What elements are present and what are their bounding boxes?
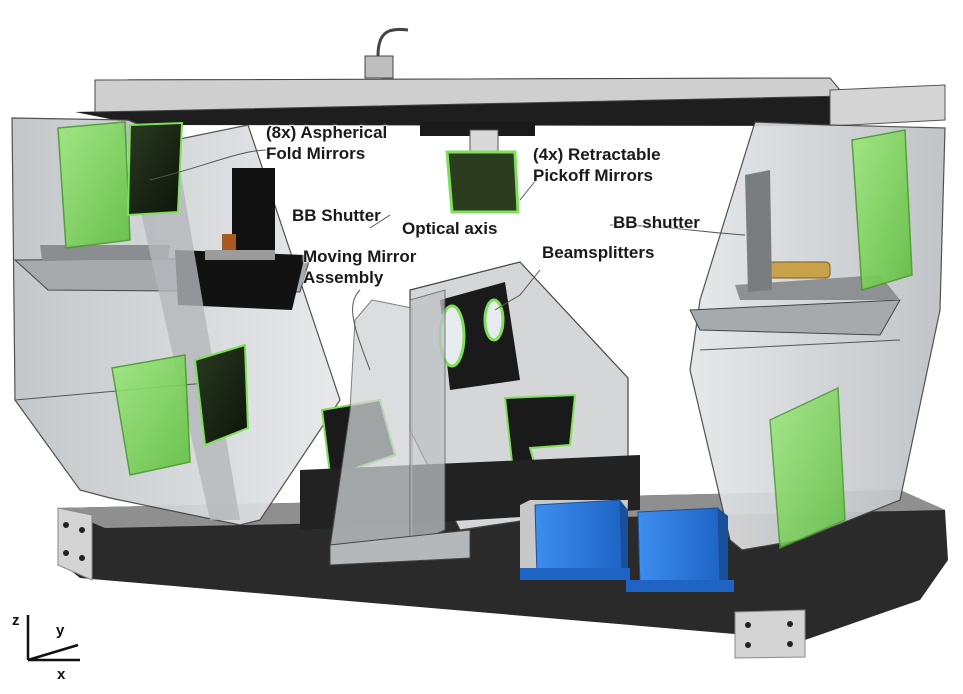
blackbody-sources	[520, 499, 734, 592]
left-fold-mirrors	[57, 121, 250, 476]
z-axis-label: z	[12, 612, 20, 629]
pickoff-mirror-assembly	[420, 122, 535, 214]
moving-mirror-assembly	[329, 289, 471, 566]
beamsplitters-label: Beamsplitters	[542, 243, 655, 262]
pickoff-mirrors-label: (4x) Retractable Pickoff Mirrors	[533, 145, 661, 185]
top-beam	[75, 27, 946, 127]
leader-lines	[149, 149, 746, 371]
y-axis-label: y	[56, 622, 65, 639]
fold-mirrors-label: (8x) Aspherical Fold Mirrors	[266, 123, 388, 163]
x-axis-label: x	[57, 666, 66, 683]
bb-shutter-right-label: BB shutter	[613, 213, 700, 232]
moving-mirror-label: Moving Mirror Assembly	[303, 247, 417, 287]
coordinate-axes	[26, 615, 80, 662]
optical-axis-label: Optical axis	[402, 219, 498, 238]
bb-shutter-left-label: BB Shutter	[292, 206, 381, 225]
bb-shutter-left	[205, 168, 275, 260]
right-fold-mirrors	[769, 129, 913, 550]
